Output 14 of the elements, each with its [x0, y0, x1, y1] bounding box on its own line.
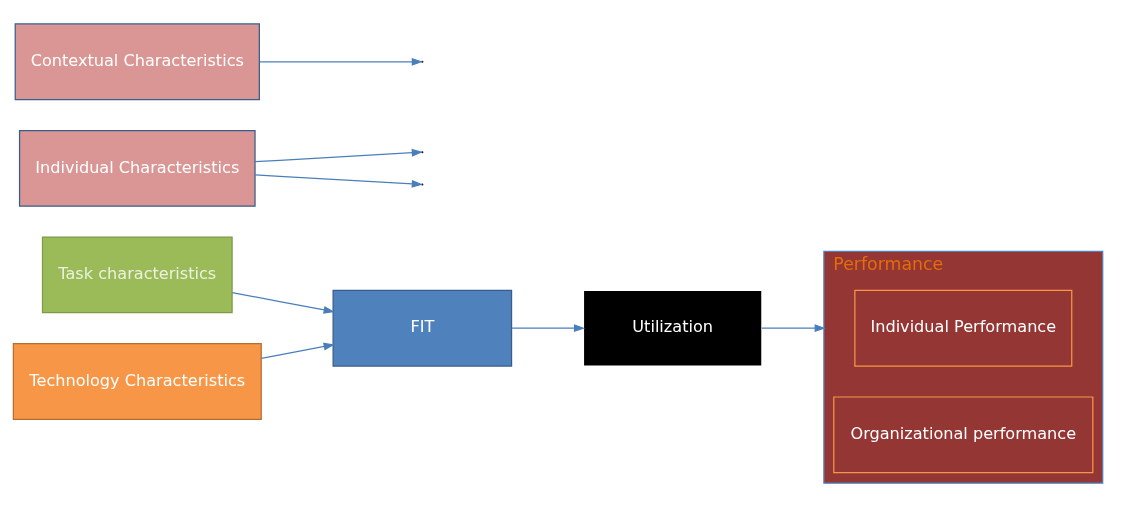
node-box: Utilization — [582, 289, 763, 367]
arrow — [254, 148, 423, 162]
node-box: Organizational performance — [833, 395, 1094, 473]
arrow — [231, 291, 335, 314]
node-box: Technology Characteristics — [12, 342, 262, 420]
node-box: Contextual Characteristics — [14, 22, 260, 100]
node-box: Individual Characteristics — [18, 129, 256, 207]
arrow — [761, 323, 826, 332]
node-box: Task characteristics — [41, 236, 233, 313]
node-box: Individual Performance — [854, 289, 1073, 367]
arrow — [511, 323, 586, 332]
node-box: FIT — [332, 289, 513, 367]
arrow — [260, 342, 335, 359]
arrow — [258, 57, 423, 66]
